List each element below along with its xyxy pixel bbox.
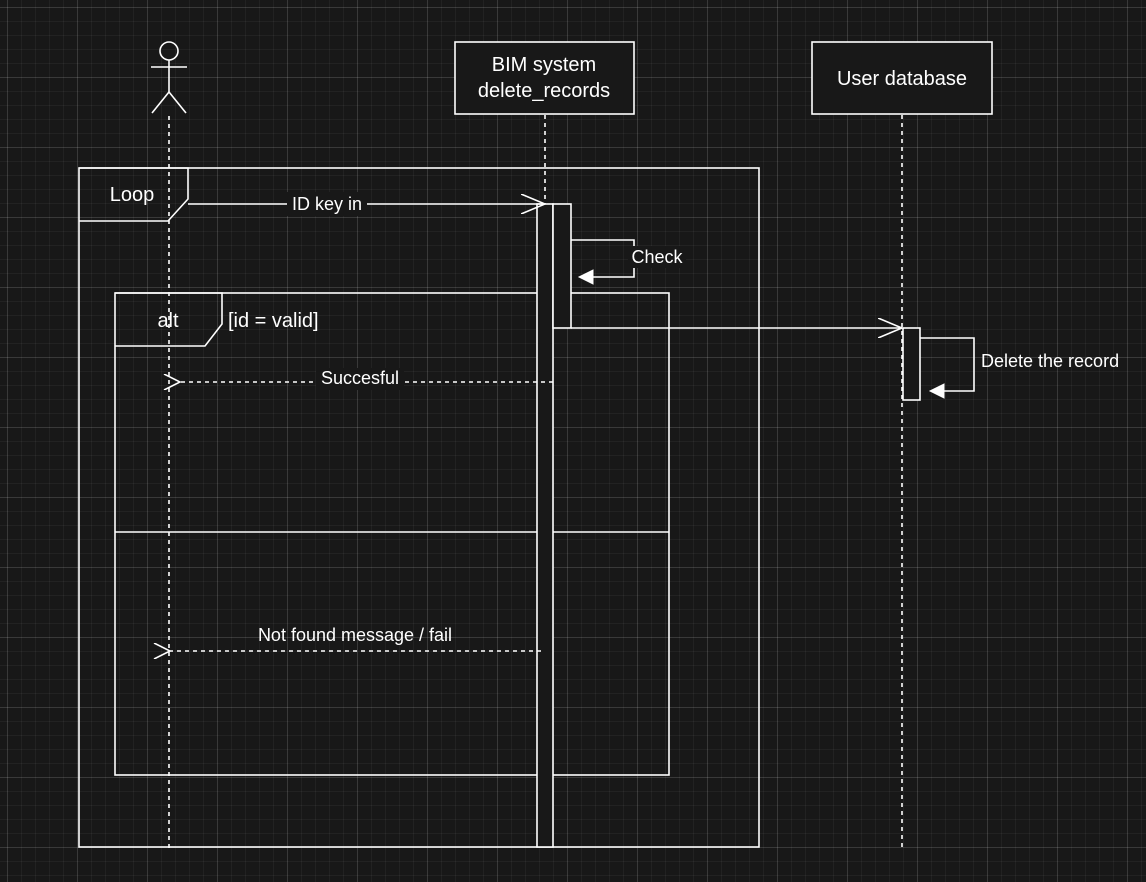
participant-user-database[interactable]: User database xyxy=(811,41,993,115)
message-not-found[interactable]: Not found message / fail xyxy=(170,625,541,651)
loop-fragment[interactable]: Loop xyxy=(78,167,760,848)
participant-bim-system[interactable]: BIM system delete_records xyxy=(454,41,635,115)
participant-system-line1: BIM system xyxy=(492,54,596,76)
message-successful-label: Succesful xyxy=(321,368,399,388)
system-activation-bar xyxy=(536,203,554,848)
participant-system-line2: delete_records xyxy=(478,80,610,102)
message-delete-record[interactable]: Delete the record xyxy=(920,337,1119,399)
participant-database-label: User database xyxy=(837,68,967,90)
message-successful[interactable]: Succesful xyxy=(180,368,553,390)
message-check-label: Check xyxy=(631,247,683,267)
system-activation-nested xyxy=(552,203,572,329)
actor-icon[interactable] xyxy=(151,41,187,114)
message-delete-record-label: Delete the record xyxy=(981,351,1119,371)
loop-label: Loop xyxy=(110,184,155,206)
message-id-key-in-label: ID key in xyxy=(292,194,362,214)
alt-guard: [id = valid] xyxy=(228,310,319,332)
message-not-found-label: Not found message / fail xyxy=(258,625,452,645)
alt-tab xyxy=(115,292,223,347)
database-activation-bar xyxy=(902,327,921,401)
alt-fragment[interactable]: alt [id = valid] xyxy=(114,292,670,776)
alt-label: alt xyxy=(157,310,179,332)
message-id-key-in[interactable]: ID key in xyxy=(188,192,545,216)
message-check[interactable]: Check xyxy=(571,239,686,285)
loop-tab xyxy=(79,167,189,222)
